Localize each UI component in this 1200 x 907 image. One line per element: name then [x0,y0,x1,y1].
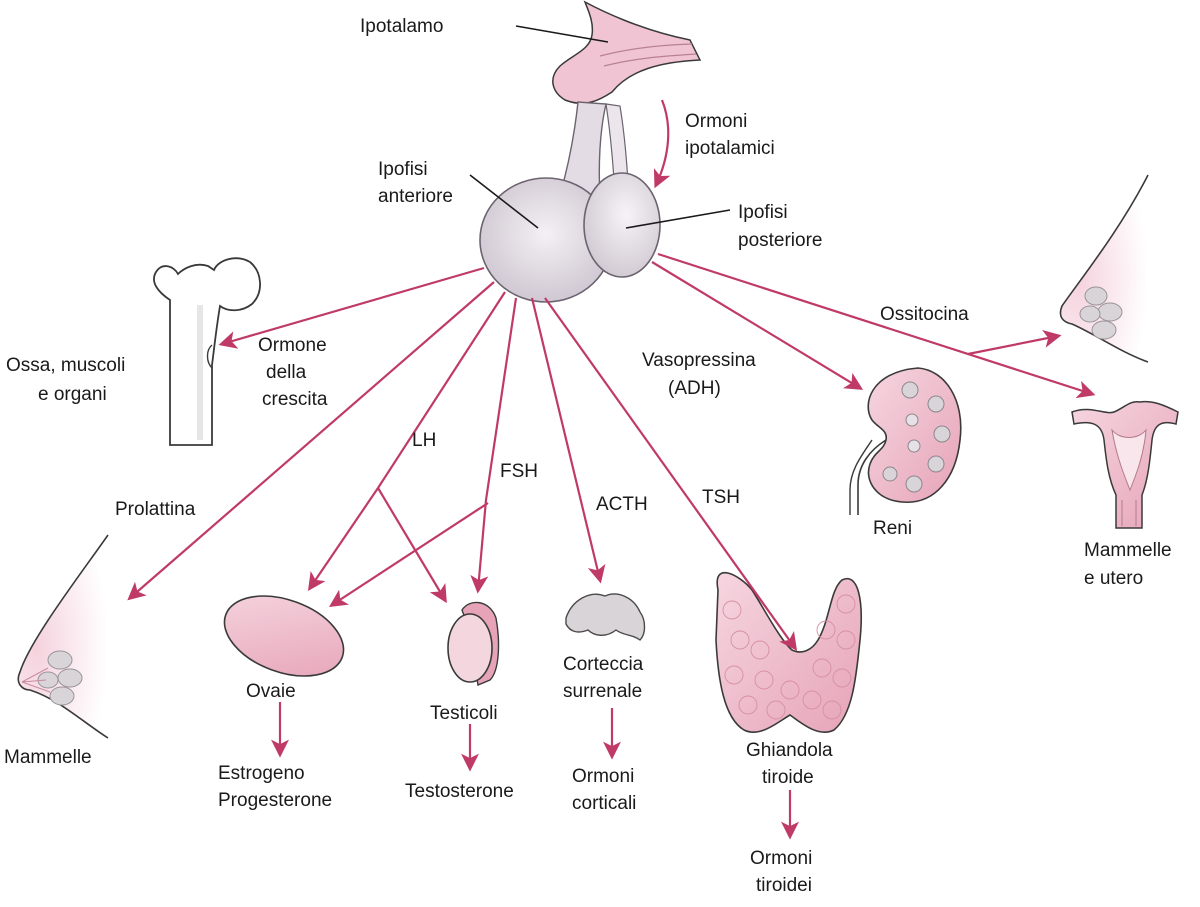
posterior-pituitary [583,172,661,278]
arrow-fsh-ovary [328,502,489,607]
arrow-oxytocin-uterus [657,252,1096,399]
label-reni: Reni [873,518,912,539]
arrow-lh-ovary [307,291,506,591]
label-vasopressina-2: (ADH) [668,378,721,399]
label-ormone-crescita-2: della [266,362,307,383]
label-corteccia-1: Corteccia [563,654,644,675]
arrow-growth-hormone [218,266,485,349]
label-mammelle: Mammelle [4,747,92,768]
label-testicoli: Testicoli [430,703,498,724]
ormoni-ipotalamici-arrow [653,99,671,189]
label-prolattina: Prolattina [115,499,196,520]
testis-illustration [447,601,500,686]
arrow-fsh-testis [470,297,518,594]
label-tsh: TSH [702,487,740,508]
label-estrogeno-2: Progesterone [218,790,332,811]
label-vasopressina-1: Vasopressina [642,350,756,371]
label-ormone-crescita-3: crescita [262,389,328,410]
arrows [127,252,1096,840]
label-mammelle-utero-1: Mammelle [1084,540,1172,561]
arrow-lh-testis [377,487,447,604]
label-ormoni-ipotalamici-2: ipotalamici [685,138,775,159]
label-testosterone: Testosterone [405,781,514,802]
label-ormoni-tiroidei-2: tiroidei [756,875,812,896]
label-ipofisi-posteriore-2: posteriore [738,230,823,251]
label-fsh: FSH [500,461,538,482]
label-tiroide-2: tiroide [762,767,814,788]
label-corteccia-2: surrenale [563,681,642,702]
arrow-vasopressin [651,261,864,390]
label-tiroide-1: Ghiandola [746,740,833,761]
kidney-illustration [849,367,962,515]
label-lh: LH [412,430,436,451]
label-ormoni-tiroidei-1: Ormoni [750,848,812,869]
posterior-pointer [625,209,731,229]
arrow-acth [530,297,606,584]
label-ormone-crescita-1: Ormone [258,335,327,356]
label-estrogeno-1: Estrogeno [218,763,305,784]
label-ipofisi-anteriore-1: Ipofisi [378,159,428,180]
label-ossa-2: e organi [38,384,107,405]
breast-right-illustration [1059,174,1149,363]
hypothalamus-illustration [552,0,702,104]
label-acth: ACTH [596,494,648,515]
label-ormoni-ipotalamici-1: Ormoni [685,111,747,132]
breast-left-illustration [17,534,109,739]
anterior-pointer [469,174,539,229]
label-ormoni-corticali-1: Ormoni [572,766,634,787]
label-ipofisi-posteriore-1: Ipofisi [738,202,788,223]
label-ossa-1: Ossa, muscoli [6,355,125,376]
bone-illustration [153,257,261,446]
label-ormoni-corticali-2: corticali [572,793,636,814]
label-ipotalamo: Ipotalamo [360,16,443,37]
arrow-oxytocin-breast [967,329,1062,356]
adrenal-illustration [565,593,646,641]
pituitary-stalk [559,101,629,201]
arrow-tsh [544,297,798,651]
thyroid-illustration [715,571,862,733]
label-ossitocina: Ossitocina [880,304,969,325]
ovary-illustration [223,595,345,677]
label-mammelle-utero-2: e utero [1084,568,1143,589]
ipotalamo-pointer [515,25,609,43]
label-ovaie: Ovaie [246,681,296,702]
uterus-illustration [1071,400,1179,529]
label-ipofisi-anteriore-2: anteriore [378,186,453,207]
arrow-prolactin [127,281,495,601]
